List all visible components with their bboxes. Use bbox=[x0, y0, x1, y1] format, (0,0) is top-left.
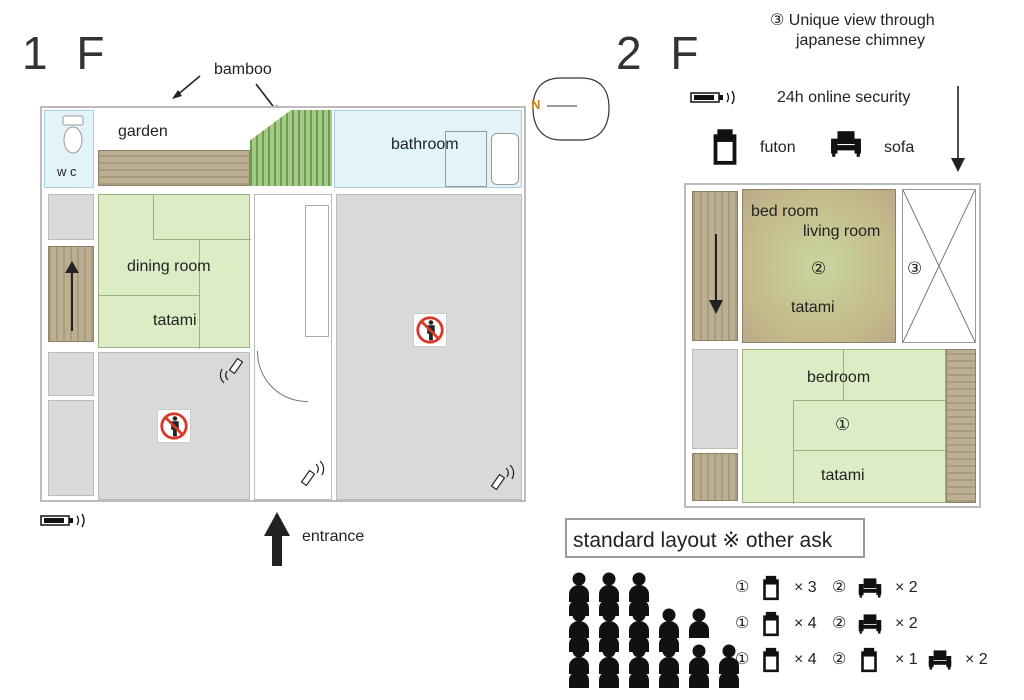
legend-circle1: ① bbox=[735, 615, 750, 632]
door-swing bbox=[257, 351, 308, 402]
tatami-lower-label: tatami bbox=[821, 467, 865, 484]
entrance-arrow-icon bbox=[264, 512, 290, 566]
toilet-icon bbox=[62, 115, 84, 154]
person-icon bbox=[688, 608, 710, 638]
security-label: 24h online security bbox=[777, 89, 911, 106]
camera-icon bbox=[690, 89, 740, 105]
dining-room: dining room tatami bbox=[98, 194, 251, 349]
person-icon bbox=[628, 658, 650, 688]
wc-label: w c bbox=[57, 164, 77, 179]
legend-sofa-count: × 2 bbox=[895, 615, 918, 632]
north-label: N bbox=[531, 97, 541, 112]
person-icon bbox=[658, 658, 680, 688]
circle3-label: ③ bbox=[907, 259, 923, 278]
futon-label: futon bbox=[760, 139, 796, 156]
sofa-icon bbox=[858, 577, 882, 599]
sink bbox=[305, 205, 329, 337]
legend-futon-count: × 3 bbox=[794, 579, 817, 596]
closet-2f-3 bbox=[946, 349, 976, 503]
sofa-label: sofa bbox=[884, 139, 915, 156]
legend-circle1: ① bbox=[735, 579, 750, 596]
view-arrow-icon bbox=[951, 86, 965, 172]
bedroom-label: bedroom bbox=[807, 369, 871, 386]
entrance-label: entrance bbox=[302, 528, 365, 545]
no-entry-icon bbox=[413, 313, 447, 347]
dining-room-label: dining room bbox=[127, 258, 211, 275]
hallway bbox=[254, 194, 332, 500]
view-note-line2: japanese chimney bbox=[796, 32, 925, 49]
sofa-icon bbox=[928, 649, 952, 671]
bed-room-label: bed room bbox=[751, 203, 819, 220]
closet-2 bbox=[48, 352, 94, 396]
legend-title: standard layout ※ other ask bbox=[573, 529, 833, 552]
view-note-line1: ③ Unique view through bbox=[770, 12, 935, 29]
person-icon bbox=[598, 658, 620, 688]
dining-tatami-label: tatami bbox=[153, 312, 197, 329]
closet-1 bbox=[48, 194, 94, 240]
legend-sofa-count: × 2 bbox=[965, 651, 988, 668]
bathroom-room: bathroom bbox=[334, 110, 522, 188]
legend-circle2: ② bbox=[832, 651, 847, 668]
legend-futon-count: × 4 bbox=[794, 615, 817, 632]
stair-arrow-icon bbox=[65, 261, 79, 331]
legend-box: standard layout ※ other ask bbox=[565, 518, 865, 558]
closet-3 bbox=[48, 400, 94, 496]
no-entry-icon bbox=[157, 409, 191, 443]
wc-room: w c bbox=[44, 110, 94, 188]
tatami-upper-label: tatami bbox=[791, 299, 835, 316]
garden-label: garden bbox=[118, 123, 168, 140]
camera-icon bbox=[297, 457, 327, 487]
stair-arrow-icon bbox=[709, 234, 723, 314]
sofa-icon bbox=[830, 130, 862, 158]
circle1-label: ① bbox=[835, 415, 851, 434]
closet-2f-2 bbox=[692, 453, 738, 501]
person-icon bbox=[568, 658, 590, 688]
legend-circle2: ② bbox=[832, 615, 847, 632]
sofa-icon bbox=[858, 613, 882, 635]
bathroom-label: bathroom bbox=[391, 136, 459, 153]
bamboo-patch bbox=[250, 110, 332, 186]
chimney-void: ③ bbox=[902, 189, 976, 343]
legend-circle2: ② bbox=[832, 579, 847, 596]
void-cross bbox=[903, 190, 975, 342]
staircase-2f bbox=[692, 191, 738, 341]
floor2-plan: bed room living room ② tatami ③ bedroom … bbox=[684, 183, 981, 508]
futon-icon bbox=[762, 647, 780, 673]
camera-icon bbox=[40, 512, 90, 528]
floor1-title: 1 F bbox=[22, 27, 113, 79]
legend-futon2-count: × 1 bbox=[895, 651, 918, 668]
no-entry-room-right bbox=[336, 194, 522, 500]
legend-futon-count: × 4 bbox=[794, 651, 817, 668]
camera-icon bbox=[487, 461, 517, 491]
living-room: bed room living room ② tatami bbox=[742, 189, 896, 343]
floor1-plan: w c garden bathroom dining room tatami bbox=[40, 106, 526, 502]
no-entry-room-left bbox=[98, 352, 250, 500]
garden-deck bbox=[98, 150, 250, 186]
living-room-label: living room bbox=[803, 223, 881, 240]
legend-circle1: ① bbox=[735, 651, 750, 668]
circle2-label: ② bbox=[811, 259, 827, 278]
futon-icon bbox=[762, 575, 780, 601]
camera-icon bbox=[217, 357, 247, 387]
closet-2f-1 bbox=[692, 349, 738, 449]
futon-icon bbox=[860, 647, 878, 673]
staircase-1f bbox=[48, 246, 94, 342]
bamboo-label: bamboo bbox=[214, 61, 272, 78]
floor2-title: 2 F bbox=[616, 27, 707, 79]
bedroom: bedroom ① tatami bbox=[742, 349, 947, 504]
north-compass-icon: N bbox=[531, 76, 611, 142]
bathtub bbox=[491, 133, 519, 185]
futon-icon bbox=[712, 128, 738, 166]
person-icon bbox=[688, 658, 710, 688]
shower-area bbox=[445, 131, 487, 187]
futon-icon bbox=[762, 611, 780, 637]
legend-sofa-count: × 2 bbox=[895, 579, 918, 596]
